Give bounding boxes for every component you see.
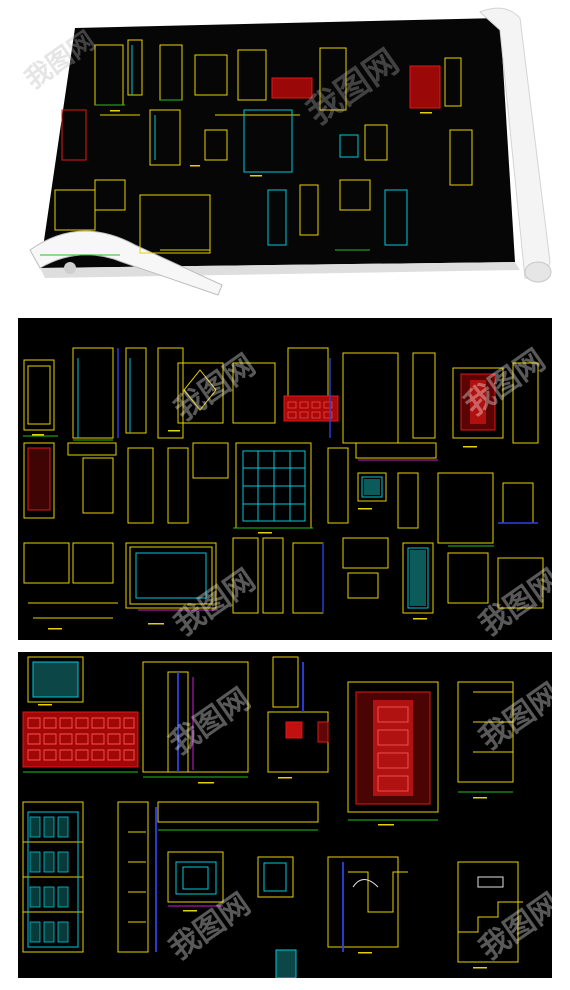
red-lattice-panels [27, 373, 496, 511]
top-rolled-sheet: 我图网 我图网 [0, 0, 570, 305]
bottom-sheet: 我图网 我图网 我图网 我图网 [18, 652, 552, 978]
roll-end [524, 261, 552, 283]
protractor-pivot [64, 262, 76, 274]
red-lattice-large [22, 691, 431, 805]
protractor [29, 230, 223, 296]
sheet-surface [40, 18, 515, 268]
bottom-sheet-graphic [22, 656, 523, 978]
middle-sheet-graphic [23, 347, 544, 630]
rolled-sheet-graphic [29, 7, 552, 296]
middle-sheet: 我图网 我图网 我图网 我图网 [18, 318, 552, 640]
